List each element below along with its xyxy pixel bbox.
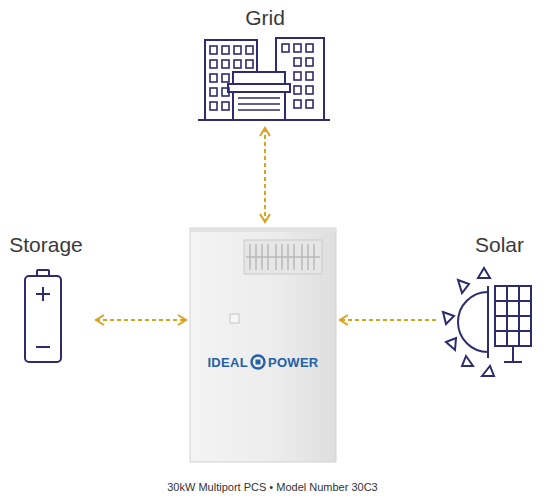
building-icon-part — [294, 86, 301, 94]
solar-icon-part — [495, 330, 531, 332]
building-icon-part — [210, 88, 217, 96]
solar-icon-part — [458, 292, 488, 352]
cabinet-illustration-part — [190, 228, 336, 232]
cabinet-illustration-part — [230, 314, 239, 323]
cabinet-illustration-part — [246, 256, 320, 258]
solar-icon-part — [478, 268, 490, 278]
battery-icon-part — [25, 276, 61, 362]
building-icon-part — [282, 44, 289, 52]
building-icon-part — [234, 60, 241, 68]
brand-logo: IDEAL POWER — [190, 354, 336, 370]
building-icon-part — [222, 46, 229, 54]
brand-word: POWER — [268, 355, 319, 370]
building-icon-part — [210, 44, 313, 110]
building-icon-part — [306, 58, 313, 66]
solar-icon-part — [462, 356, 473, 366]
battery-icon-part — [36, 293, 50, 295]
cabinet-illustration-part — [190, 228, 336, 462]
building-icon-part — [222, 74, 229, 82]
logo-core — [255, 360, 260, 365]
building-icon-part — [238, 103, 280, 105]
solar-icon-part — [482, 366, 494, 376]
solar-icon-part — [495, 286, 531, 346]
building-icon-part — [238, 109, 280, 111]
node-heading: Solar — [440, 233, 545, 257]
pcs-cabinet: IDEAL POWER — [190, 226, 336, 462]
cabinet-illustration — [190, 228, 336, 462]
building-icon-part — [234, 46, 241, 54]
power-flow-arrow — [340, 319, 436, 321]
model-caption: 30kW Multiport PCS • Model Number 30C3 — [0, 481, 545, 493]
building-icon-part — [222, 102, 229, 110]
solar-icon-part — [512, 346, 514, 362]
building-icon-part — [306, 44, 313, 52]
storage-node: Storage — [0, 232, 92, 364]
brand-word: IDEAL — [207, 355, 248, 370]
solar-icon-part — [458, 280, 469, 293]
solar-icon-part — [443, 312, 454, 324]
solar-icon-part — [495, 315, 531, 317]
building-icon-part — [306, 100, 313, 108]
node-heading: Grid — [195, 6, 335, 30]
cabinet-illustration-part — [244, 240, 322, 274]
building-icon-part — [294, 58, 301, 66]
building-icon-part — [294, 44, 301, 52]
cabinet-illustration-part — [246, 244, 320, 270]
building-icon-part — [210, 74, 217, 82]
grid-node: Grid — [195, 2, 335, 124]
power-flow-arrow — [264, 128, 266, 222]
building-icon-part — [294, 72, 301, 80]
solar-icon-part — [487, 286, 489, 358]
building-icon — [198, 38, 330, 120]
building-icon-part — [306, 86, 313, 94]
building-icon-part — [233, 72, 285, 120]
building-icon-part — [306, 72, 313, 80]
building-icon-part — [198, 119, 330, 121]
solar-node: Solar — [440, 232, 545, 378]
solar-icon-part — [446, 338, 456, 350]
building-icon-part — [228, 84, 290, 92]
building-icon-part — [222, 60, 229, 68]
building-icon-part — [246, 46, 253, 54]
building-icon-part — [210, 60, 217, 68]
solar-icon-part — [504, 361, 522, 363]
node-heading: Storage — [0, 233, 92, 257]
power-flow-arrow — [96, 319, 186, 321]
battery-icon-part — [36, 346, 50, 348]
building-icon-part — [246, 60, 253, 68]
building-icon-part — [210, 102, 217, 110]
building-icon-part — [294, 100, 301, 108]
battery-icon — [25, 270, 61, 362]
logo-ring — [251, 356, 264, 369]
building-icon-part — [222, 88, 229, 96]
solar-icon — [443, 268, 531, 376]
building-icon-part — [210, 46, 217, 54]
solar-icon-part — [495, 300, 531, 302]
building-icon-part — [238, 97, 280, 99]
logo-mark — [250, 354, 266, 370]
